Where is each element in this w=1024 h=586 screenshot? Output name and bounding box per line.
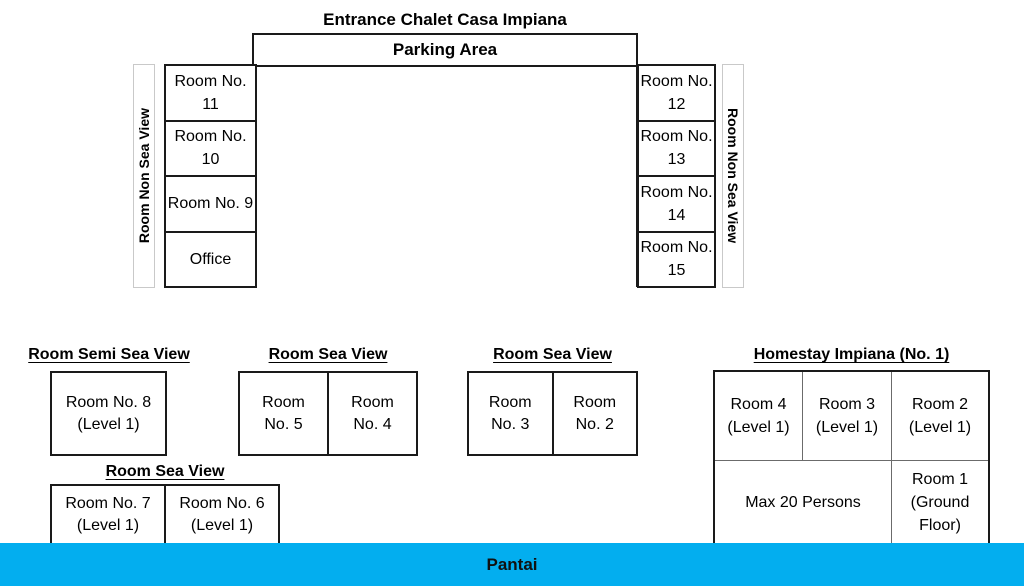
pantai-label: Pantai [486, 554, 538, 574]
homestay-room-2-line1: Room 2 [911, 396, 969, 413]
heading-room-sea-view-54: Room Sea View [268, 346, 388, 363]
room-2-line2: No. 2 [575, 415, 614, 433]
office-label: Office [189, 250, 232, 268]
room-sea-view-box-54: Room No. 5 Room No. 4 [238, 371, 418, 456]
room-5-line1: Room [262, 393, 305, 411]
page-title: Entrance Chalet Casa Impiana [323, 10, 567, 29]
room-cell-2[interactable]: Room No. 2 [554, 373, 637, 454]
left-room-non-sea-view-strip: Room Non Sea View [133, 64, 155, 288]
homestay-room-4-line2: (Level 1) [727, 419, 790, 436]
room-14-line2: No. 14 [667, 183, 713, 224]
room-15-line2: No. 15 [667, 239, 713, 280]
room-cell-1-homestay[interactable]: Room 1 (Ground Floor) [892, 461, 988, 543]
left-strip-label: Room Non Sea View [136, 108, 152, 244]
room-13-line1: Room [640, 128, 684, 146]
room-3-line2: No. 3 [491, 415, 530, 433]
right-room-stack: Room No. 12 Room No. 13 Room No. 14 Room… [637, 64, 716, 288]
room-4-line1: Room [351, 393, 394, 411]
room-cell-14[interactable]: Room No. 14 [639, 177, 714, 233]
room-cell-4[interactable]: Room No. 4 [329, 373, 416, 454]
room-cell-7[interactable]: Room No. 7 (Level 1) [52, 486, 166, 543]
room-6-line2: (Level 1) [190, 516, 254, 534]
pantai-beach-bar: Pantai [0, 543, 1024, 586]
heading-room-semi-sea-view: Room Semi Sea View [28, 346, 190, 363]
heading-room-sea-view-76: Room Sea View [105, 463, 225, 480]
room-cell-5[interactable]: Room No. 5 [240, 373, 329, 454]
room-cell-10[interactable]: Room No. 10 [166, 122, 255, 177]
room-cell-3[interactable]: Room No. 3 [469, 373, 554, 454]
room-cell-12[interactable]: Room No. 12 [639, 66, 714, 122]
room-11-line2: No. 11 [202, 72, 247, 113]
room-sea-view-box-76: Room No. 7 (Level 1) Room No. 6 (Level 1… [50, 484, 280, 545]
room-cell-4-homestay[interactable]: Room 4 (Level 1) [715, 372, 803, 460]
room-4-line2: No. 4 [353, 415, 392, 433]
room-8-line1: Room No. 8 [65, 393, 152, 411]
parking-area-label: Parking Area [254, 35, 636, 67]
room-cell-9[interactable]: Room No. 9 [166, 177, 255, 233]
homestay-room-1-line1: Room 1 [911, 470, 969, 488]
homestay-room-3-line2: (Level 1) [815, 419, 879, 436]
parking-area: Parking Area [252, 33, 638, 287]
homestay-room-4-line1: Room 4 [730, 396, 787, 413]
room-sea-view-box-32: Room No. 3 Room No. 2 [467, 371, 638, 456]
room-6-line1: Room No. 6 [179, 494, 265, 512]
room-cell-13[interactable]: Room No. 13 [639, 122, 714, 177]
heading-homestay-impiana: Homestay Impiana (No. 1) [753, 346, 950, 363]
room-13-line2: No. 13 [667, 128, 713, 169]
room-cell-11[interactable]: Room No. 11 [166, 66, 255, 122]
room-cell-8[interactable]: Room No. 8 (Level 1) [52, 373, 165, 454]
room-14-line1: Room [640, 183, 684, 201]
left-room-stack: Room No. 11 Room No. 10 Room No. 9 Offic… [164, 64, 257, 288]
homestay-top-row: Room 4 (Level 1) Room 3 (Level 1) Room 2… [715, 372, 988, 461]
room-10-line2: No. 10 [201, 128, 247, 169]
room-cell-2-homestay[interactable]: Room 2 (Level 1) [892, 372, 988, 460]
room-9-line2: No. 9 [214, 195, 254, 213]
homestay-capacity-label: Max 20 Persons [745, 493, 861, 511]
homestay-room-3-line1: Room 3 [818, 396, 876, 413]
office-cell[interactable]: Office [166, 233, 255, 287]
homestay-room-1-line2: (Ground [910, 493, 970, 511]
room-2-line1: Room [573, 393, 617, 411]
room-9-line1: Room [167, 195, 211, 213]
room-cell-6[interactable]: Room No. 6 (Level 1) [166, 486, 278, 543]
homestay-capacity-cell: Max 20 Persons [715, 461, 892, 543]
room-cell-3-homestay[interactable]: Room 3 (Level 1) [803, 372, 892, 460]
room-12-line1: Room [640, 72, 684, 90]
room-10-line1: Room [174, 128, 218, 146]
room-15-line1: Room [640, 239, 684, 257]
room-5-line2: No. 5 [264, 415, 303, 433]
room-7-line1: Room No. 7 [65, 494, 151, 512]
homestay-bottom-row: Max 20 Persons Room 1 (Ground Floor) [715, 461, 988, 543]
room-12-line2: No. 12 [667, 72, 713, 113]
room-3-line1: Room [488, 393, 532, 411]
room-8-line2: (Level 1) [77, 415, 140, 433]
homestay-impiana-box: Room 4 (Level 1) Room 3 (Level 1) Room 2… [713, 370, 990, 545]
right-strip-label: Room Non Sea View [725, 108, 741, 244]
homestay-room-1-line3: Floor) [919, 516, 961, 534]
room-11-line1: Room [174, 72, 218, 90]
homestay-room-2-line2: (Level 1) [908, 419, 972, 436]
room-semi-sea-view-box: Room No. 8 (Level 1) [50, 371, 167, 456]
heading-room-sea-view-32: Room Sea View [493, 346, 612, 363]
right-room-non-sea-view-strip: Room Non Sea View [722, 64, 744, 288]
room-7-line2: (Level 1) [76, 516, 140, 534]
room-cell-15[interactable]: Room No. 15 [639, 233, 714, 287]
